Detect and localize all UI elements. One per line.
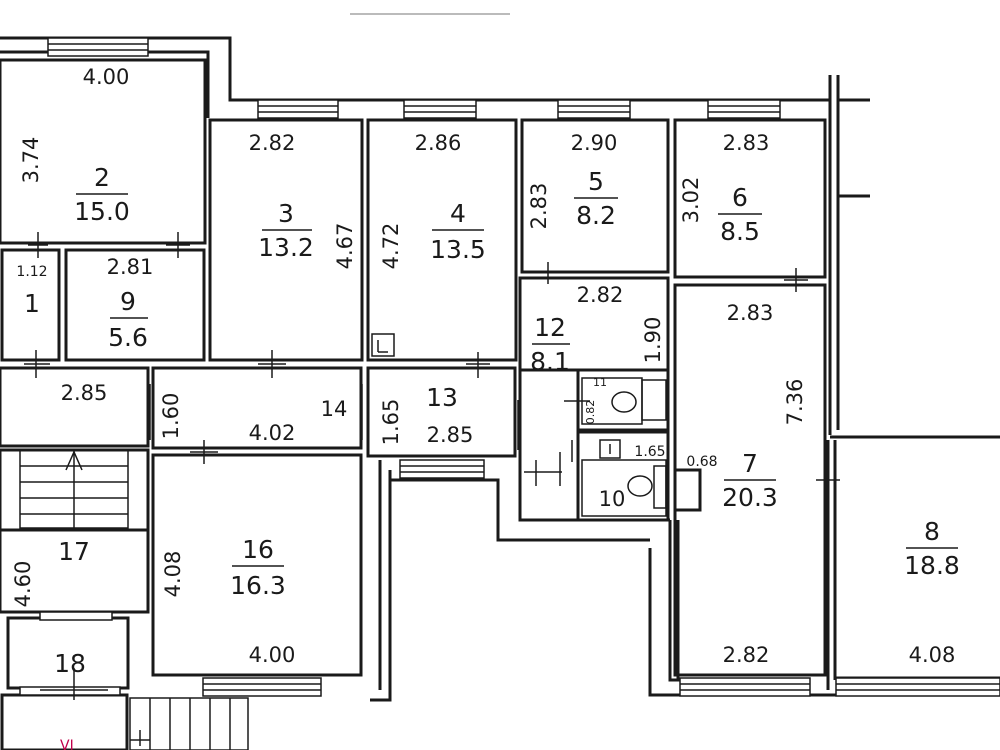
room-16-height: 4.08 <box>161 551 185 598</box>
room-12-width: 2.82 <box>577 283 624 307</box>
room-1-number: 1 <box>24 289 40 318</box>
room-4-height: 4.72 <box>379 223 403 270</box>
room-3-height: 4.67 <box>333 223 357 270</box>
room-3-number: 3 <box>278 199 294 228</box>
room-5-number: 5 <box>588 167 604 196</box>
room-16-area: 16.3 <box>230 571 286 600</box>
room-5-area: 8.2 <box>576 201 616 230</box>
room-17-height: 4.60 <box>11 561 35 608</box>
room-2-area: 15.0 <box>74 197 130 226</box>
windows <box>19 37 1000 697</box>
room-5-width: 2.90 <box>571 131 618 155</box>
room-6-height: 3.02 <box>679 177 703 224</box>
room-16-width: 4.00 <box>249 643 296 667</box>
room-2-height: 3.74 <box>19 137 43 184</box>
room-13-number: 13 <box>426 383 458 412</box>
room-4-width: 2.86 <box>415 131 462 155</box>
room-5-height: 2.83 <box>527 183 551 230</box>
room-9-area: 5.6 <box>108 323 148 352</box>
room-12-number: 12 <box>534 313 566 342</box>
room-8-number: 8 <box>924 517 940 546</box>
room-7-width-top: 2.83 <box>727 301 774 325</box>
room-16-number: 16 <box>242 535 274 564</box>
room-10-depth: 1.65 <box>634 444 665 460</box>
room-12-height: 1.90 <box>641 317 665 364</box>
room-14-height: 1.60 <box>159 393 183 440</box>
room-17-number: 17 <box>58 537 90 566</box>
room-2-number: 2 <box>94 163 110 192</box>
room-7-width-bottom: 2.82 <box>723 643 770 667</box>
room-4-number: 4 <box>450 199 466 228</box>
room-10-number: 10 <box>599 487 626 511</box>
corner-mark: VI <box>60 738 74 750</box>
room-7-area: 20.3 <box>722 483 778 512</box>
room-14-side-width: 2.85 <box>61 381 108 405</box>
room-outlines <box>0 58 827 750</box>
room-6-number: 6 <box>732 183 748 212</box>
room-6-width: 2.83 <box>723 131 770 155</box>
room-3-width: 2.82 <box>249 131 296 155</box>
room-14-width: 4.02 <box>249 421 296 445</box>
room-9-number: 9 <box>120 287 136 316</box>
toilet-fixtures <box>581 377 667 517</box>
room-7-depth: 0.68 <box>686 454 717 470</box>
room-4-area: 13.5 <box>430 235 486 264</box>
room-3-area: 13.2 <box>258 233 314 262</box>
staircase <box>19 449 129 529</box>
entry-steps <box>129 697 249 750</box>
room-13-width: 2.85 <box>427 423 474 447</box>
room-1-width: 1.12 <box>16 264 47 280</box>
room-7-number: 7 <box>742 449 758 478</box>
room-12-area: 8.1 <box>530 347 570 376</box>
room-14-number: 14 <box>321 397 348 421</box>
door-marks <box>24 232 840 746</box>
room-18-number: 18 <box>54 649 86 678</box>
room-2-width: 4.00 <box>83 65 130 89</box>
room-11-number: 11 <box>593 376 607 389</box>
room-7-height: 7.36 <box>783 379 807 426</box>
room-13-height: 1.65 <box>379 399 403 446</box>
room-6-area: 8.5 <box>720 217 760 246</box>
room-11-depth: 0.82 <box>584 400 597 425</box>
room-8-area: 18.8 <box>904 551 960 580</box>
room-9-width: 2.81 <box>107 255 154 279</box>
room-8-width: 4.08 <box>909 643 956 667</box>
